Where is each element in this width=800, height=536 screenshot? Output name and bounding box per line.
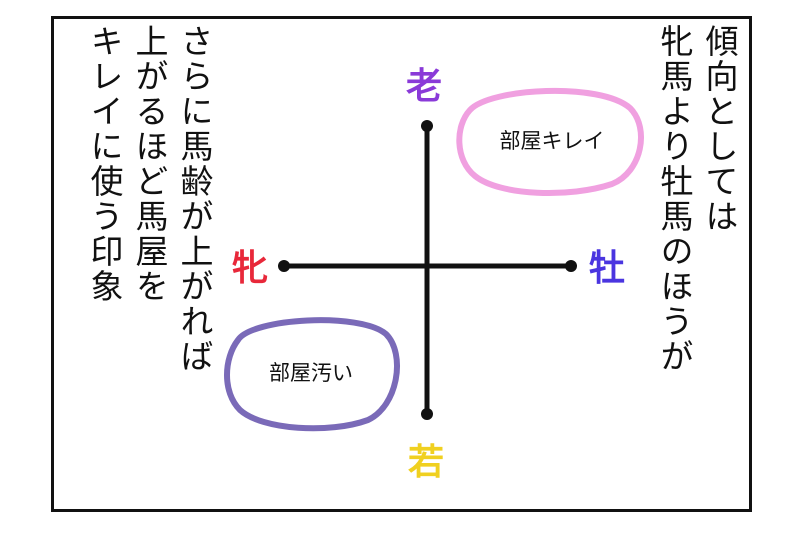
region-dirty-outline — [224, 317, 400, 432]
narration-right: 傾向としては 牝馬より牡馬のほうが — [652, 24, 742, 374]
axis-label-left: 牝 — [232, 248, 268, 289]
narration-left-line-2: 上がるほど馬屋を — [130, 24, 169, 304]
axis-endpoint-right — [565, 260, 577, 272]
axis-label-top: 老 — [406, 66, 442, 107]
axis-label-bottom: 若 — [408, 442, 444, 483]
narration-right-line-2: 牝馬より牡馬のほうが — [655, 24, 694, 374]
narration-right-line-1: 傾向としては — [700, 24, 739, 234]
axis-endpoint-bottom — [421, 408, 433, 420]
axis-endpoint-left — [278, 260, 290, 272]
region-dirty-label: 部屋汚い — [269, 361, 353, 385]
axis-endpoint-top — [421, 120, 433, 132]
region-clean-label: 部屋キレイ — [500, 129, 605, 153]
narration-left: さらに馬齢が上がれば 上がるほど馬屋を キレイに使う印象 — [82, 24, 217, 374]
narration-left-line-1: さらに馬齢が上がれば — [175, 24, 214, 374]
narration-left-line-3: キレイに使う印象 — [85, 24, 124, 304]
region-clean-outline — [456, 87, 644, 196]
axis-label-right: 牡 — [589, 248, 625, 289]
